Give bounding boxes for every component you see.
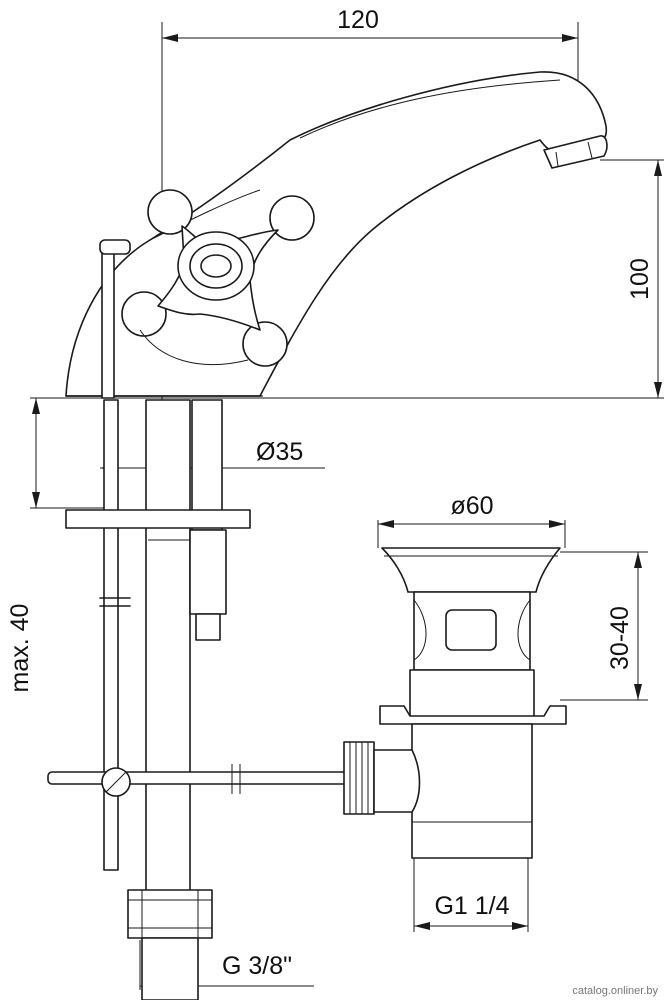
- faucet-body: [65, 71, 608, 397]
- lift-rod: [99, 239, 131, 399]
- dim-hole-diameter-label: Ø35: [256, 438, 303, 466]
- drain-assembly: [343, 547, 567, 859]
- dim-drain-thread-label: G1 1/4: [434, 892, 509, 920]
- cross-handle: [121, 189, 315, 367]
- dim-drain-range-label: 30-40: [606, 606, 634, 670]
- dim-height-label: 100: [626, 258, 654, 300]
- dim-width-label: 120: [337, 6, 379, 34]
- dimension-labels: 120 100 Ø35 max. 40 ø60 30-40 G1 1/4 G 3…: [6, 6, 658, 997]
- dim-drain-diameter-label: ø60: [450, 492, 493, 520]
- dim-supply-thread-label: G 3/8": [222, 952, 292, 980]
- dim-max-thickness-label: max. 40: [6, 604, 34, 693]
- shank-and-supply: [47, 399, 349, 1000]
- watermark: catalog.onliner.by: [572, 985, 658, 997]
- dimension-lines: [30, 22, 664, 990]
